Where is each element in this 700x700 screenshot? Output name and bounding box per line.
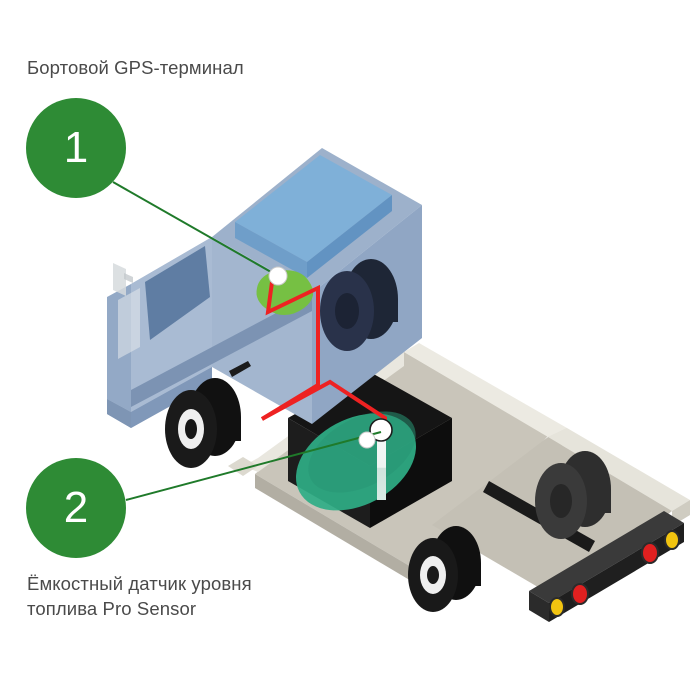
cable-path	[260, 281, 320, 421]
roof-spoiler-left	[235, 222, 307, 278]
sensor-probe-rod	[377, 432, 386, 500]
sensor-head	[369, 418, 393, 442]
roof-spoiler-right	[307, 195, 392, 278]
bed-rear-rail	[548, 428, 690, 511]
side-mirror	[113, 263, 126, 296]
callout-badge-2[interactable]	[26, 458, 126, 558]
fuel-tank	[288, 372, 452, 528]
bed-right-rail	[404, 343, 567, 437]
leader-line-2	[125, 431, 382, 501]
rear-bumper	[529, 511, 684, 622]
mirror-arm	[124, 273, 133, 283]
rear-axle-assembly	[408, 451, 611, 612]
callout-badge-1[interactable]	[26, 98, 126, 198]
leader-lines	[112, 181, 382, 501]
wheel-front-left	[165, 378, 241, 468]
anchor-dot-sensor	[358, 431, 376, 449]
wheel-rear-right	[535, 451, 611, 539]
cab-bumper-front	[131, 367, 212, 428]
wheel-cab-rear	[320, 259, 398, 351]
fuel-level-sensor[interactable]	[369, 418, 393, 500]
bumper-front-face	[529, 591, 549, 622]
hub-ring	[335, 293, 359, 329]
tail-lamp-red-left	[571, 583, 589, 605]
cab-bumper	[107, 399, 131, 428]
anchor-dot-gps	[268, 266, 288, 286]
cab-side-stripe	[131, 294, 312, 407]
tail-lamp-yellow-right	[664, 530, 680, 550]
tank-right-face	[370, 418, 452, 528]
hub-ring	[550, 484, 572, 518]
tail-lamp-yellow-left	[549, 597, 565, 617]
tail-lamp-red-right	[641, 542, 659, 564]
side-window	[118, 288, 140, 359]
bed-front-skirt	[255, 474, 418, 585]
door-handle	[229, 361, 251, 377]
callout-label-gps-terminal: Бортовой GPS-терминал	[27, 57, 244, 78]
wheel-rear-left	[408, 526, 481, 612]
callout-label-fuel-sensor: Ёмкостный датчик уровня топлива Pro Sens…	[27, 573, 252, 619]
bumper-top	[529, 511, 684, 603]
hub-bore	[185, 419, 197, 439]
hub-bore	[427, 566, 439, 584]
leader-line-1	[112, 181, 279, 277]
bed-front-rail-left	[228, 457, 258, 476]
roof-spoiler-top	[235, 155, 392, 262]
windshield	[145, 246, 210, 340]
